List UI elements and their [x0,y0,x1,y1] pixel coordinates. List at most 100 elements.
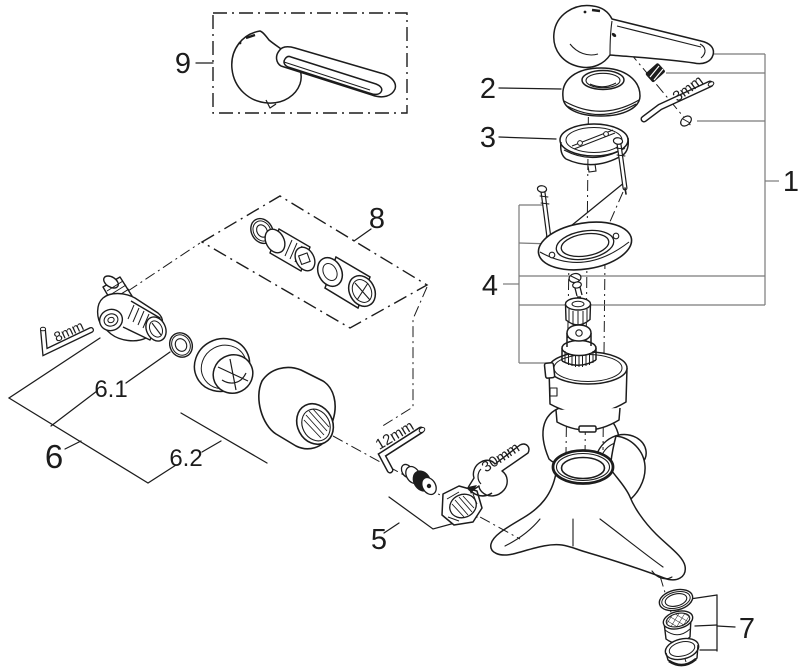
label-part3: 3 [480,122,496,154]
dome-rim-2 [566,103,637,116]
wrench-arrowhead [468,485,477,494]
part8-socket-sleeve [316,255,377,310]
label-part6-1: 6.1 [94,376,127,403]
aerator-washer-inner [664,593,688,607]
faucet-top-ring [551,449,615,485]
aerator-shell-band [668,657,697,667]
tool-allen-8mm [39,326,94,357]
part1-lever-handle [553,4,715,69]
cap3-bottom [565,154,624,166]
part8-box [200,195,429,329]
leader-lines [7,62,736,652]
handle9-loop-edge [283,61,371,91]
body-spout-tip [651,570,673,580]
bracket-part4 [503,204,765,364]
handle9-loop-inner [283,55,383,96]
leader-part3 [498,136,557,140]
label-part8: 8 [369,203,385,235]
cartridge-body-top-inner [553,354,623,382]
socket61-ribs [217,358,249,391]
part3-cap [559,123,629,173]
axis-box8-to-key12 [380,286,428,428]
body-left-arm-crease [504,518,541,547]
aerator-body-rim [664,628,691,636]
nut-bore [449,493,477,519]
handle1-blade-line [616,25,702,48]
part6-1-flange-socket [193,337,254,394]
label-part2: 2 [480,73,496,105]
aerator-shell-inner [668,641,696,657]
cone62-threads [303,408,330,439]
part4-fixing-screw-a [536,185,552,247]
leader-part6-tick [64,440,82,450]
cap3-screw-right [603,131,609,137]
part9-box [212,12,408,114]
handle-cap-screw [680,115,692,127]
tool-allen-12mm [377,426,426,474]
dome-opening-shadow [589,82,617,88]
flange-hole-left [548,251,556,259]
handle9-indicator-dash [245,33,256,40]
label-part1: 1 [783,166,799,198]
leader-part2 [498,87,562,90]
leader-part6-2-line [180,412,268,464]
dome-rim-1 [563,99,640,112]
handle1-head-crease [569,43,599,56]
part6-s-union [96,275,167,342]
cartridge-stem-center [575,329,583,337]
bracket-part1 [666,53,779,305]
labels: 1 2 3 4 5 6 6.1 6.2 7 8 9 3mm 8mm 12mm 3… [45,48,799,645]
cap3-side-right [622,137,629,156]
union-boss-socket [107,316,115,324]
handle1-setscrew-hole [611,32,617,38]
part4-adapter-knob [564,297,592,326]
cartridge-collar-knurl [564,351,594,367]
part6-washer [168,332,194,358]
label-part6: 6 [45,438,63,475]
cone62-opening-inner [301,408,331,442]
union-barrel-slot [151,322,162,336]
part5-hex-nut [441,485,483,526]
part5-plug [400,463,437,496]
handle9-indicator-dot [238,41,242,45]
part4-cartridge [543,324,628,433]
cap3-side-left [560,141,567,160]
label-part6-2: 6.2 [169,445,202,472]
handle1-tip-line [699,43,706,59]
part4-escutcheon-flange [537,221,633,271]
part4-fixing-screw-b [612,137,628,195]
handle1-neck-line [609,20,613,56]
union-barrel-threads [127,304,155,332]
body-spout-crease [599,518,664,568]
cartridge-side-hole [549,387,558,397]
label-part7: 7 [739,613,755,645]
handle-set-screw [645,63,665,82]
flange-ring-inner [560,232,610,258]
part2-dome-cap [562,67,641,117]
cartridge-left-tab [543,361,556,379]
leader-part5-tick [383,522,400,534]
wrench-outline [467,443,530,497]
nut-bore-threads [451,495,475,518]
aerator-mesh [665,612,691,628]
handle9-head [231,30,302,104]
label-part4: 4 [482,270,498,302]
handle9-notch [265,99,277,109]
tool-wrench-30mm [467,443,530,497]
label-part9: 9 [175,48,191,80]
handle1-indicator-dash [591,8,601,13]
allen3-tip [707,81,715,87]
body-base-and-arms [490,470,686,581]
part4-small-screw [568,272,583,298]
leader-part6-1-left [50,390,98,427]
dome-opening-inner [585,72,621,89]
leader-part8 [353,228,372,242]
flange-hole-right [612,232,620,240]
leader-part6-1-right [125,351,171,384]
part7-aerator-set [658,588,700,667]
part9-loop-handle [231,30,397,109]
leader-part6-chevron [7,337,177,484]
variant-boxes [200,12,429,329]
